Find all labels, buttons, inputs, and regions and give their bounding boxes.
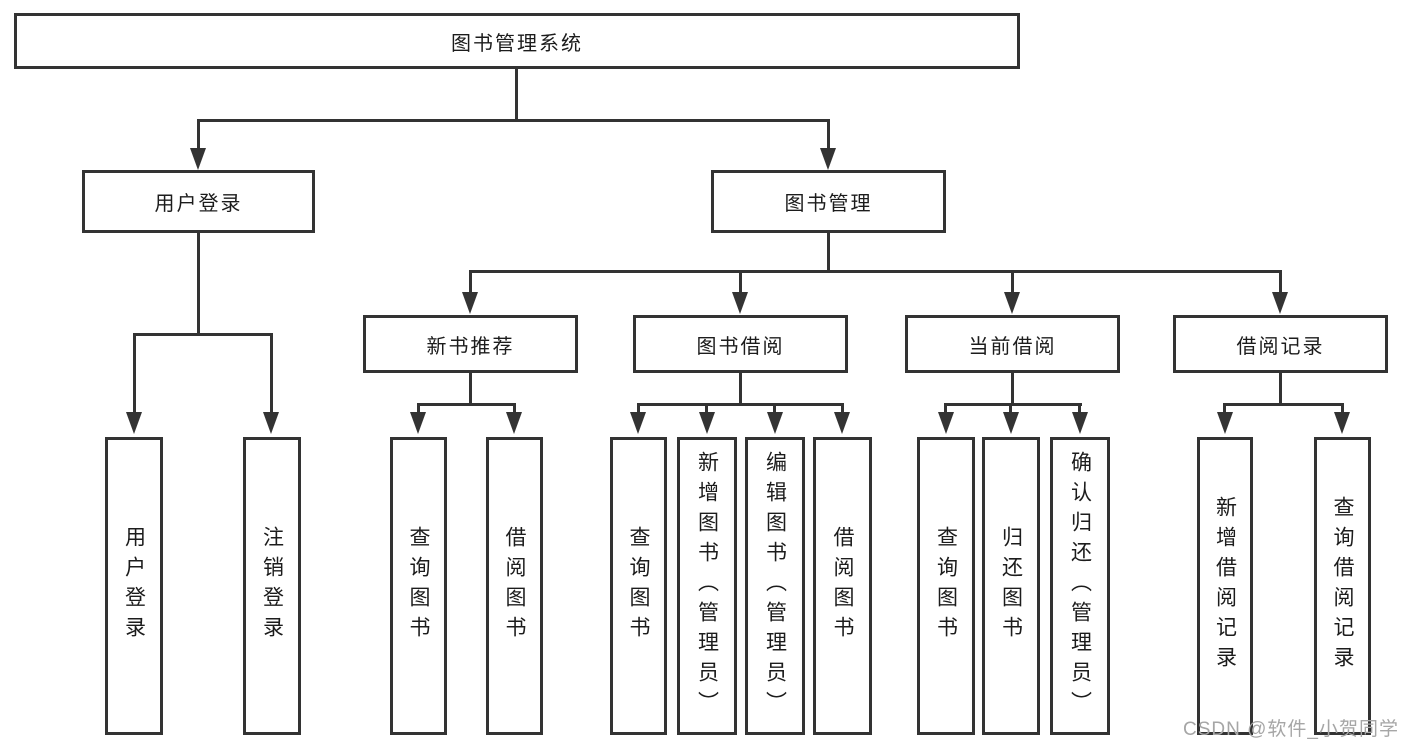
connector-user-login-branch [133,333,273,336]
connector-book-management-stem [827,232,830,273]
arrowhead-leaf-borrow-books-2 [834,412,850,434]
leaf-return-books-label: 归还图书 [999,526,1023,646]
connector-to-leaf-borrow-books-1 [513,403,516,415]
connector-to-book-management [827,119,830,150]
connector-user-login-stem [197,232,200,335]
connector-book-borrowing-stem [739,372,742,405]
arrowhead-current-borrowing [1004,292,1020,314]
node-borrowing-records: 借阅记录 [1173,315,1388,373]
arrowhead-new-book [462,292,478,314]
connector-to-leaf-logout [270,333,273,413]
node-root-label: 图书管理系统 [451,32,583,55]
arrowhead-leaf-borrow-books-1 [506,412,522,434]
connector-new-book-stem [469,372,472,405]
arrowhead-book-borrowing [732,292,748,314]
arrowhead-leaf-add-record [1217,412,1233,434]
connector-book-management-branch [469,270,1282,273]
leaf-borrow-books-1: 借阅图书 [486,437,543,735]
node-user-login: 用户登录 [82,170,315,233]
leaf-user-login-label: 用户登录 [122,526,146,646]
arrowhead-leaf-logout [263,412,279,434]
node-new-book-recommend: 新书推荐 [363,315,578,373]
connector-to-leaf-add-books [705,403,708,415]
connector-to-leaf-user-login [133,333,136,413]
leaf-edit-books-admin: 编辑图书（管理员） [745,437,805,735]
connector-to-current-borrowing [1011,270,1014,294]
leaf-query-books-2: 查询图书 [610,437,667,735]
arrowhead-leaf-edit-books [767,412,783,434]
connector-to-leaf-add-record [1223,403,1226,415]
arrowhead-leaf-query-books-3 [938,412,954,434]
connector-to-leaf-borrow-books-2 [841,403,844,415]
connector-root-branch [197,119,830,122]
connector-new-book-branch [417,403,516,406]
leaf-add-borrow-record-label: 新增借阅记录 [1213,496,1237,676]
leaf-confirm-return-admin-label: 确认归还（管理员） [1068,451,1092,721]
arrowhead-leaf-query-books-1 [410,412,426,434]
leaf-query-borrow-record-label: 查询借阅记录 [1331,496,1354,676]
arrowhead-user-login [190,148,206,170]
leaf-return-books: 归还图书 [982,437,1040,735]
arrowhead-leaf-return-books [1003,412,1019,434]
connector-to-leaf-query-record [1341,403,1344,415]
node-new-book-recommend-label: 新书推荐 [426,335,515,358]
leaf-add-borrow-record: 新增借阅记录 [1197,437,1253,735]
leaf-edit-books-admin-label: 编辑图书（管理员） [763,451,787,721]
node-root: 图书管理系统 [14,13,1020,69]
connector-borrowing-records-stem [1279,372,1282,405]
node-book-management: 图书管理 [711,170,946,233]
leaf-confirm-return-admin: 确认归还（管理员） [1050,437,1110,735]
connector-to-user-login [197,119,200,150]
leaf-query-borrow-record: 查询借阅记录 [1314,437,1371,735]
arrowhead-leaf-user-login [126,412,142,434]
leaf-logout-label: 注销登录 [260,526,284,646]
node-book-borrowing-label: 图书借阅 [696,335,785,358]
arrowhead-leaf-add-books [699,412,715,434]
connector-to-leaf-edit-books [773,403,776,415]
leaf-query-books-2-label: 查询图书 [627,526,650,646]
node-user-login-label: 用户登录 [154,193,243,215]
leaf-borrow-books-1-label: 借阅图书 [503,526,526,646]
leaf-user-login: 用户登录 [105,437,163,735]
leaf-query-books-3: 查询图书 [917,437,975,735]
leaf-add-books-admin-label: 新增图书（管理员） [695,451,719,721]
connector-root-stem [515,68,518,120]
leaf-query-books-3-label: 查询图书 [934,526,958,646]
arrowhead-leaf-confirm-return [1072,412,1088,434]
leaf-logout: 注销登录 [243,437,301,735]
csdn-watermark: CSDN @软件_小贺同学 [1183,719,1399,740]
arrowhead-leaf-query-books-2 [630,412,646,434]
node-current-borrowing-label: 当前借阅 [968,335,1057,358]
connector-to-leaf-query-books-3 [944,403,947,415]
connector-to-leaf-return-books [1009,403,1012,415]
connector-to-borrowing-records [1279,270,1282,294]
arrowhead-borrowing-records [1272,292,1288,314]
connector-to-leaf-confirm-return [1078,403,1081,415]
connector-to-new-book [469,270,472,294]
node-current-borrowing: 当前借阅 [905,315,1120,373]
connector-current-borrowing-stem [1011,372,1014,405]
node-borrowing-records-label: 借阅记录 [1236,335,1325,358]
connector-current-borrowing-branch [945,403,1082,406]
leaf-borrow-books-2-label: 借阅图书 [831,526,854,646]
connector-book-borrowing-branch [637,403,844,406]
leaf-query-books-1-label: 查询图书 [407,526,430,646]
leaf-query-books-1: 查询图书 [390,437,447,735]
leaf-borrow-books-2: 借阅图书 [813,437,872,735]
leaf-add-books-admin: 新增图书（管理员） [677,437,737,735]
node-book-management-label: 图书管理 [784,193,873,215]
arrowhead-book-management [820,148,836,170]
connector-to-leaf-query-books-1 [417,403,420,415]
arrowhead-leaf-query-record [1334,412,1350,434]
connector-to-leaf-query-books-2 [637,403,640,415]
connector-to-book-borrowing [739,270,742,294]
node-book-borrowing: 图书借阅 [633,315,848,373]
connector-borrowing-records-branch [1224,403,1344,406]
